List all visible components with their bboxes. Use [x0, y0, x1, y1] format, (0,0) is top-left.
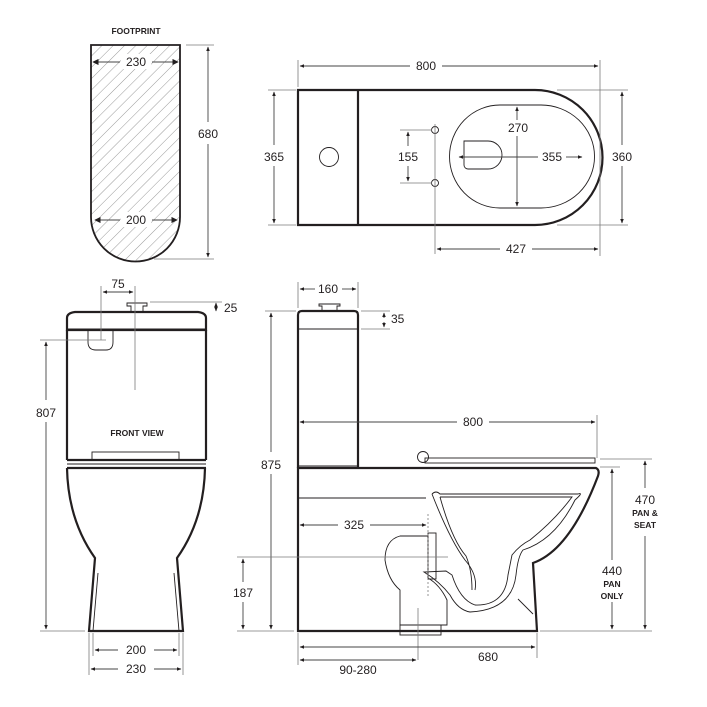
- flush-button-circle: [319, 147, 339, 167]
- plan-tank-depth: 365: [264, 150, 284, 164]
- plan-fixing-to-front: 427: [506, 242, 526, 256]
- plan-bowl-width: 270: [508, 121, 528, 135]
- footprint-width-bottom: 200: [126, 213, 146, 227]
- side-outlet-setback: 325: [344, 518, 364, 532]
- plan-overall-length: 800: [416, 59, 436, 73]
- front-inlet-height: 807: [36, 406, 56, 420]
- bowl-opening: [449, 104, 595, 209]
- side-pan-only-height: 440: [602, 564, 622, 578]
- plan-pan-width: 360: [612, 150, 632, 164]
- side-set-out-range: 90-280: [339, 663, 377, 677]
- footprint-depth: 680: [198, 127, 218, 141]
- side-pan-seat-height: 470: [635, 493, 655, 507]
- side-overall-height: 875: [261, 458, 281, 472]
- footprint-title: FOOTPRINT: [111, 26, 161, 36]
- pan-seat-label-line1: PAN &: [632, 508, 658, 518]
- side-base-length: 680: [478, 650, 498, 664]
- plan-view: 800 365 360 155 270 355 427: [264, 59, 632, 256]
- front-button-offset: 75: [111, 277, 125, 291]
- footprint-view: FOOTPRINT 230 200 680: [90, 26, 218, 263]
- pan-only-label-line1: PAN: [603, 579, 620, 589]
- footprint-outline: [90, 44, 181, 263]
- pan-only-label-line2: ONLY: [601, 591, 624, 601]
- plan-bowl-length: 355: [542, 150, 562, 164]
- front-view: FRONT VIEW 75 25 807 200 230: [36, 277, 238, 676]
- outlet-opening: [463, 140, 503, 170]
- plan-outline: [296, 88, 604, 227]
- front-base-inner-width: 200: [126, 643, 146, 657]
- footprint-width-top: 230: [126, 55, 146, 69]
- side-outlet-height: 187: [233, 586, 253, 600]
- side-seat-length: 800: [463, 415, 483, 429]
- side-tank-depth: 160: [318, 282, 338, 296]
- side-lid-height: 35: [391, 312, 405, 326]
- front-view-title: FRONT VIEW: [110, 428, 164, 438]
- front-button-height: 25: [224, 301, 238, 315]
- side-view: 160 35 875 800 325 187 470 PAN & SEAT: [233, 282, 658, 677]
- front-base-outer-width: 230: [126, 662, 146, 676]
- pan-seat-label-line2: SEAT: [634, 520, 657, 530]
- plan-fixing-spacing: 155: [398, 150, 418, 164]
